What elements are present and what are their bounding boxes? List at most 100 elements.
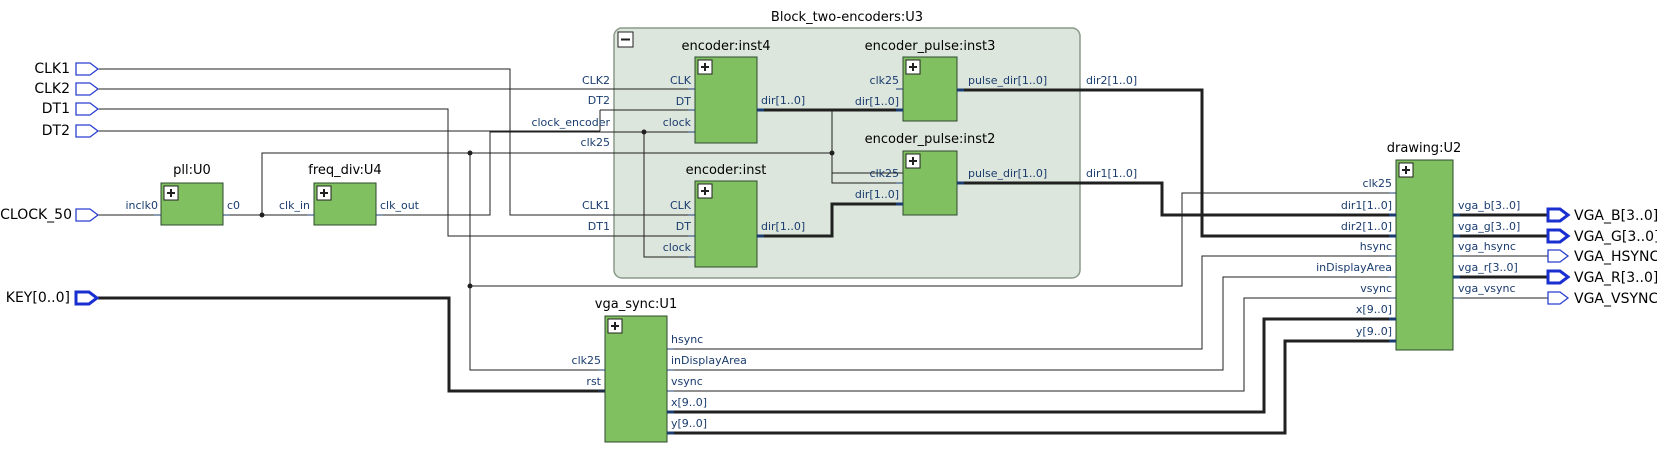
block-encoder-pulse-inst2[interactable]: encoder_pulse:inst2 clk25 dir[1..0] puls… [855, 132, 1047, 216]
block-encoder-inst[interactable]: encoder:inst CLK DT clock dir[1..0] [663, 163, 805, 268]
pin-clock-50[interactable]: CLOCK_50 [0, 207, 100, 223]
drawing-port-dir2: dir2[1..0] [1341, 220, 1392, 233]
expand-icon[interactable] [163, 185, 179, 201]
inst3-port-clk25: clk25 [870, 74, 899, 87]
group-port-clk1: CLK1 [582, 199, 610, 212]
pin-key[interactable]: KEY[0..0] [6, 290, 100, 306]
drawing-port-y: y[9..0] [1356, 325, 1392, 338]
inst4-port-dt: DT [676, 95, 691, 108]
drawing-port-vga-b: vga_b[3..0] [1458, 199, 1520, 212]
inst2-port-clk25: clk25 [870, 167, 899, 180]
vga-sync-port-hsync: hsync [671, 333, 703, 346]
pin-key-label: KEY[0..0] [6, 290, 70, 306]
drawing-port-vga-r: vga_r[3..0] [1458, 261, 1518, 274]
pin-dt2[interactable]: DT2 [42, 123, 100, 139]
junction-dots [259, 129, 835, 289]
expand-icon[interactable] [607, 318, 623, 334]
pin-vga-b-label: VGA_B[3..0] [1574, 208, 1657, 224]
pll-port-c0: c0 [227, 199, 240, 212]
drawing-port-vga-hsync: vga_hsync [1458, 240, 1516, 253]
pin-clk1-label: CLK1 [34, 61, 70, 77]
drawing-port-x: x[9..0] [1356, 303, 1392, 316]
block-freq-div-title: freq_div:U4 [308, 163, 381, 178]
block-encoder-pulse-inst2-title: encoder_pulse:inst2 [865, 132, 996, 147]
vga-sync-port-x: x[9..0] [671, 396, 707, 409]
expand-icon[interactable] [316, 185, 332, 201]
pin-vga-g[interactable]: VGA_G[3..0] [1546, 228, 1657, 245]
inst4-port-clock: clock [663, 116, 692, 129]
inst2-port-pulse-dir: pulse_dir[1..0] [968, 167, 1047, 180]
pin-vga-hsync[interactable]: VGA_HSYNC [1547, 249, 1657, 265]
inst-port-clock: clock [663, 241, 692, 254]
pin-vga-g-label: VGA_G[3..0] [1574, 229, 1657, 245]
pin-clk1[interactable]: CLK1 [34, 61, 100, 77]
block-drawing[interactable]: drawing:U2 clk25 dir1[1..0] dir2[1..0] h… [1316, 141, 1520, 351]
inst4-port-clk: CLK [670, 74, 692, 87]
drawing-port-indisplayarea: inDisplayArea [1316, 261, 1392, 274]
drawing-port-clk25: clk25 [1363, 177, 1392, 190]
group-port-dt1: DT1 [588, 220, 610, 233]
pin-vga-vsync-label: VGA_VSYNC [1574, 291, 1657, 307]
inst-port-clk: CLK [670, 199, 692, 212]
inst3-port-pulse-dir: pulse_dir[1..0] [968, 74, 1047, 87]
inst3-port-dir: dir[1..0] [855, 95, 899, 108]
drawing-port-vga-vsync: vga_vsync [1458, 282, 1516, 295]
block-encoder-inst-title: encoder:inst [686, 163, 767, 178]
inst2-port-dir: dir[1..0] [855, 188, 899, 201]
drawing-port-vga-g: vga_g[3..0] [1458, 220, 1520, 233]
group-port-dt2: DT2 [588, 94, 610, 107]
pin-vga-r-label: VGA_R[3..0] [1574, 270, 1657, 286]
block-vga-sync[interactable]: vga_sync:U1 clk25 rst hsync inDisplayAre… [572, 297, 747, 443]
expand-icon[interactable] [1398, 162, 1414, 178]
pin-clock-50-label: CLOCK_50 [0, 207, 72, 223]
drawing-port-vsync: vsync [1360, 282, 1392, 295]
pin-vga-vsync[interactable]: VGA_VSYNC [1547, 291, 1657, 307]
wires-bus [98, 88, 1548, 435]
pin-vga-hsync-label: VGA_HSYNC [1574, 249, 1657, 265]
pin-vga-r[interactable]: VGA_R[3..0] [1546, 269, 1657, 286]
block-freq-div[interactable]: freq_div:U4 clk_in clk_out [279, 163, 420, 226]
expand-icon[interactable] [905, 59, 921, 75]
group-port-clk25: clk25 [581, 136, 610, 149]
vga-sync-port-indisplayarea: inDisplayArea [671, 354, 747, 367]
output-pins: VGA_B[3..0] VGA_G[3..0] VGA_HSYNC VGA_R[… [1546, 207, 1657, 307]
block-vga-sync-title: vga_sync:U1 [595, 297, 677, 312]
block-drawing-title: drawing:U2 [1387, 141, 1461, 156]
expand-icon[interactable] [697, 183, 713, 199]
expand-icon[interactable] [697, 59, 713, 75]
block-pll-title: pll:U0 [173, 163, 211, 178]
vga-sync-port-vsync: vsync [671, 375, 703, 388]
vga-sync-port-y: y[9..0] [671, 417, 707, 430]
freq-div-port-clk-in: clk_in [279, 199, 310, 212]
inst-port-dir: dir[1..0] [761, 220, 805, 233]
pin-dt1-label: DT1 [42, 101, 70, 117]
expand-icon[interactable] [905, 153, 921, 169]
freq-div-port-clk-out: clk_out [380, 199, 420, 212]
block-encoder-pulse-inst3[interactable]: encoder_pulse:inst3 clk25 dir[1..0] puls… [855, 39, 1047, 122]
pin-dt1[interactable]: DT1 [42, 101, 100, 117]
pin-vga-b[interactable]: VGA_B[3..0] [1546, 207, 1657, 224]
wires-thin [98, 68, 1548, 392]
group-port-dir1: dir1[1..0] [1086, 167, 1137, 180]
block-encoder-inst4-title: encoder:inst4 [681, 39, 770, 54]
drawing-port-dir1: dir1[1..0] [1341, 199, 1392, 212]
pin-dt2-label: DT2 [42, 123, 70, 139]
vga-sync-port-clk25: clk25 [572, 354, 601, 367]
collapse-icon[interactable] [617, 31, 634, 48]
group-port-labels: CLK2 DT2 clock_encoder clk25 CLK1 DT1 di… [531, 74, 1137, 233]
vga-sync-port-rst: rst [586, 375, 601, 388]
input-pins: CLK1 CLK2 DT1 DT2 CLOCK_50 KEY[0..0] [0, 61, 100, 306]
inst4-port-dir: dir[1..0] [761, 94, 805, 107]
block-encoder-pulse-inst3-title: encoder_pulse:inst3 [865, 39, 996, 54]
drawing-port-hsync: hsync [1360, 240, 1392, 253]
pll-port-inclk0: inclk0 [125, 199, 158, 212]
group-port-clock-encoder: clock_encoder [531, 116, 610, 129]
block-encoder-inst4[interactable]: encoder:inst4 CLK DT clock dir[1..0] [663, 39, 805, 144]
group-title: Block_two-encoders:U3 [771, 10, 923, 25]
group-port-dir2: dir2[1..0] [1086, 74, 1137, 87]
pin-clk2[interactable]: CLK2 [34, 81, 100, 97]
pin-clk2-label: CLK2 [34, 81, 70, 97]
group-port-clk2: CLK2 [582, 74, 610, 87]
block-pll[interactable]: pll:U0 inclk0 c0 [125, 163, 240, 226]
